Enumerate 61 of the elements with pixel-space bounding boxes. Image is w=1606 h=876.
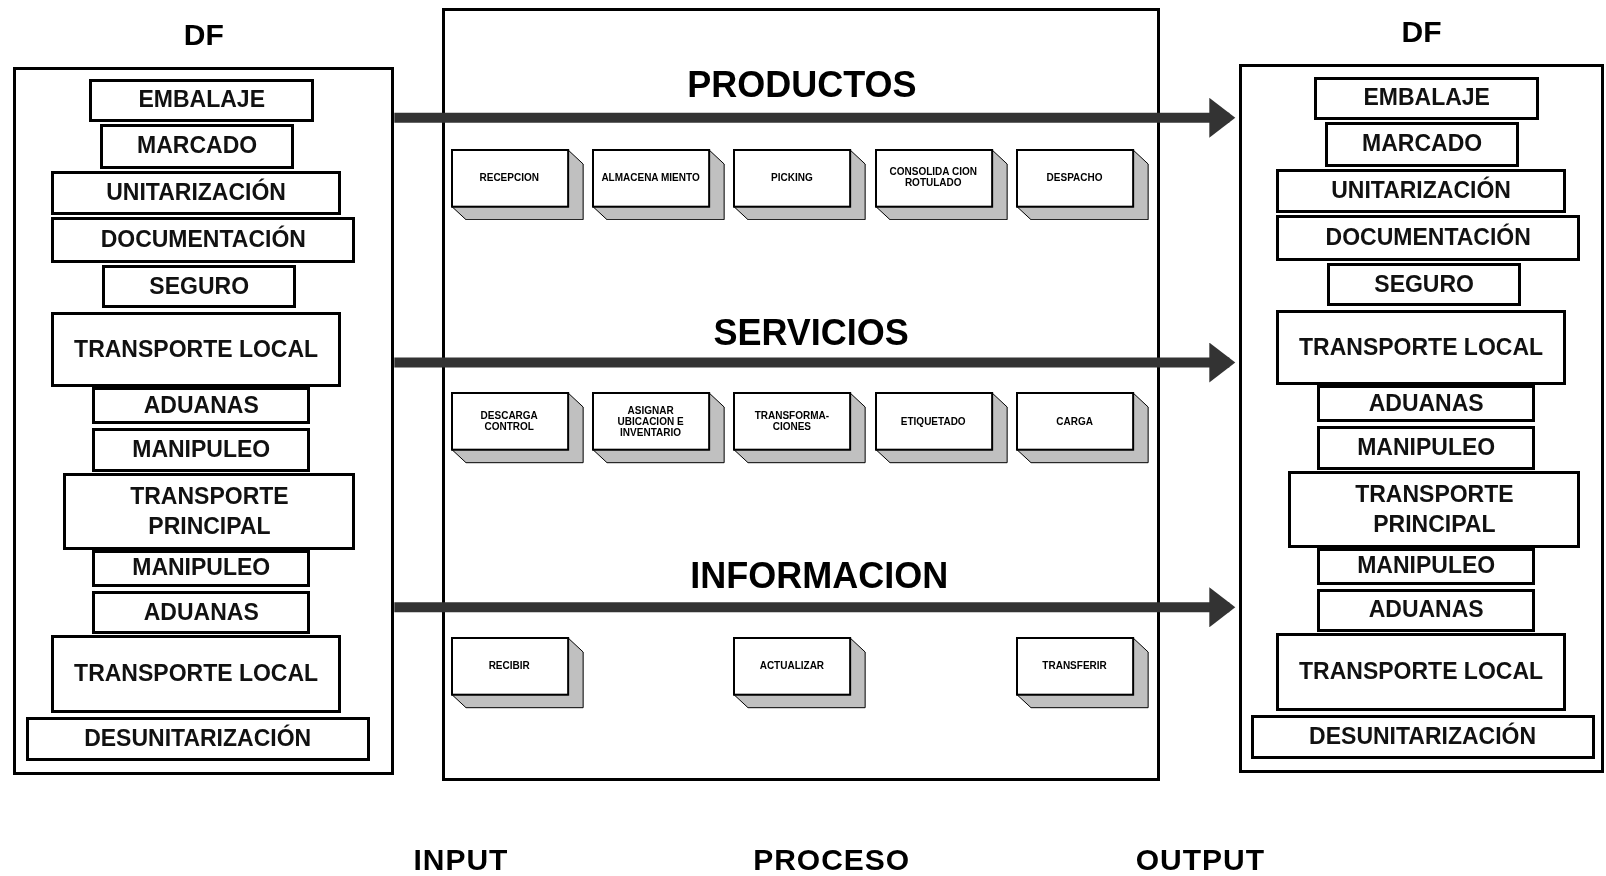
process-3d-box xyxy=(1016,148,1150,221)
stack-box: MARCADO xyxy=(100,123,294,169)
stack-box: MANIPULEO xyxy=(1317,547,1536,585)
stage-label: PROCESO xyxy=(753,843,911,876)
process-3d-box xyxy=(733,392,867,464)
box-label: RECIBIR xyxy=(487,659,531,674)
group-heading: DF xyxy=(1400,14,1443,49)
process-3d-box xyxy=(1016,637,1150,709)
process-3d-box xyxy=(874,148,1008,221)
stack-box: MANIPULEO xyxy=(1317,426,1536,471)
box-label: DESCARGA CONTROL xyxy=(479,409,539,435)
thick-arrow xyxy=(394,97,1236,138)
stack-box: MANIPULEO xyxy=(92,428,311,473)
stack-box: MANIPULEO xyxy=(92,550,311,587)
box-label: ASIGNAR UBICACION E INVENTARIO xyxy=(616,403,685,440)
group-heading: DF xyxy=(182,17,225,52)
stack-box: SEGURO xyxy=(102,265,296,309)
stack-box: DESUNITARIZACIÓN xyxy=(25,716,370,761)
stack-box: TRANSPORTE LOCAL xyxy=(51,312,342,388)
stack-box: UNITARIZACIÓN xyxy=(51,171,342,216)
box-label: ACTUALIZAR xyxy=(758,659,826,674)
process-3d-box xyxy=(733,148,867,221)
stack-box: UNITARIZACIÓN xyxy=(1276,169,1566,213)
thick-arrow xyxy=(394,342,1236,383)
stack-box: TRANSPORTE PRINCIPAL xyxy=(1288,471,1581,548)
thick-arrow xyxy=(394,587,1236,628)
process-3d-box xyxy=(592,392,726,464)
process-3d-box xyxy=(874,392,1008,464)
process-3d-box xyxy=(450,637,584,709)
stack-box: MARCADO xyxy=(1325,121,1519,167)
stack-box: DESUNITARIZACIÓN xyxy=(1250,714,1595,759)
process-3d-box xyxy=(733,637,867,709)
box-label: CONSOLIDA CION ROTULADO xyxy=(888,165,978,191)
box-label: TRANSFERIR xyxy=(1041,659,1108,674)
process-3d-box xyxy=(450,148,584,221)
stack-box: TRANSPORTE PRINCIPAL xyxy=(63,473,356,550)
stack-box: TRANSPORTE LOCAL xyxy=(1276,310,1566,386)
stack-box: ADUANAS xyxy=(92,387,311,424)
stack-box: DOCUMENTACIÓN xyxy=(51,217,356,264)
stack-box: TRANSPORTE LOCAL xyxy=(51,635,342,713)
stack-box: TRANSPORTE LOCAL xyxy=(1276,632,1566,711)
stack-box: ADUANAS xyxy=(1317,385,1536,422)
box-label: TRANSFORMA- CIONES xyxy=(753,409,831,435)
box-label: DESPACHO xyxy=(1045,170,1104,185)
box-label: CARGA xyxy=(1055,414,1094,429)
box-label: ETIQUETADO xyxy=(899,414,967,429)
stack-box: EMBALAJE xyxy=(89,78,315,122)
process-3d-box xyxy=(592,148,726,221)
stack-box: DOCUMENTACIÓN xyxy=(1276,215,1581,262)
stack-box: ADUANAS xyxy=(1317,588,1536,632)
box-label: PICKING xyxy=(770,170,814,185)
stage-label: INPUT xyxy=(413,843,509,876)
stack-box: SEGURO xyxy=(1327,263,1521,307)
stack-box: ADUANAS xyxy=(92,590,311,634)
box-label: ALMACENA MIENTO xyxy=(600,170,701,185)
stage-label: OUTPUT xyxy=(1135,843,1265,876)
process-frame xyxy=(442,8,1161,782)
box-label: RECEPCION xyxy=(478,170,540,185)
stack-box: EMBALAJE xyxy=(1314,76,1540,120)
process-3d-box xyxy=(450,392,584,464)
process-3d-box xyxy=(1016,392,1150,464)
